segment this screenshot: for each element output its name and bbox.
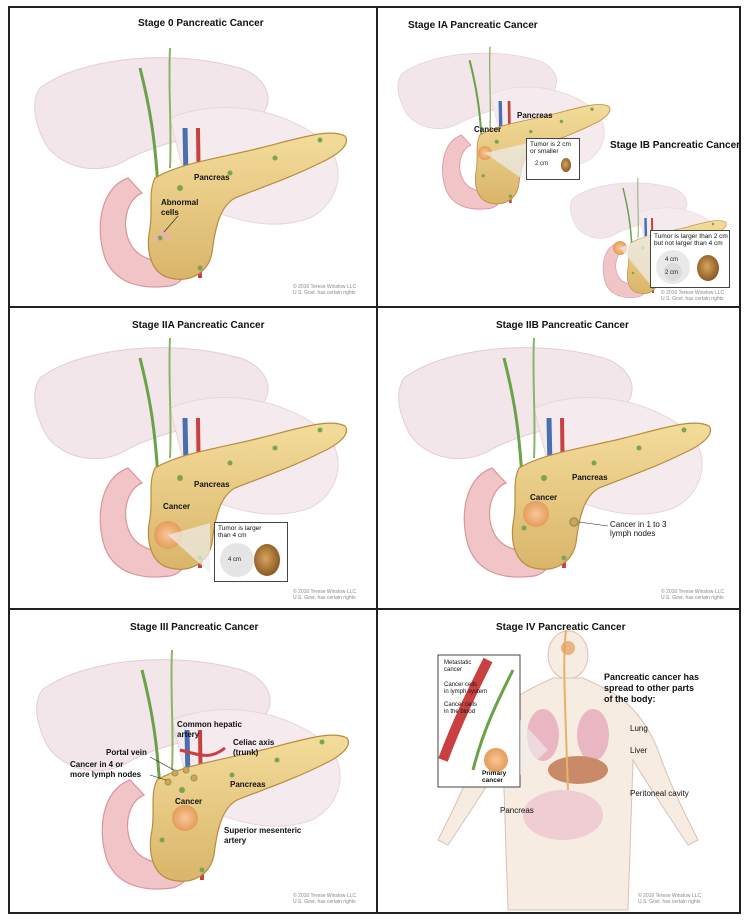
stage-2b-cancer-label: Cancer — [530, 493, 558, 502]
stage-1b-title: Stage IB Pancreatic Cancer — [610, 140, 741, 151]
panel-stage-4: Stage IV Pancreatic Cancer Metastatic ca… — [378, 610, 743, 912]
stage-4-lymph-label: Cancer cells in lymph system — [444, 682, 488, 695]
grid-divider-row1 — [10, 306, 739, 308]
stage-4-blood-label: Cancer cells in the blood — [444, 702, 478, 715]
grid-divider-vertical — [376, 8, 378, 912]
stage-0-illustration — [10, 8, 376, 306]
stage-4-pancreas-label: Pancreas — [500, 806, 534, 815]
stage-1a-cancer-label: Cancer — [474, 125, 502, 134]
panel-stage-0: Stage 0 Pancreatic Cancer Pancreas Abnor… — [10, 8, 376, 306]
stage-3-pancreas-label: Pancreas — [230, 780, 266, 789]
stage-1a-tumor-text: Tumor is 2 cm or smaller — [530, 141, 571, 155]
stage-1b-dim1: 4 cm — [665, 257, 679, 263]
stage-4-primary-label: Primary cancer — [482, 770, 507, 784]
stage-3-portal-label: Portal vein — [106, 748, 147, 757]
stage-1b-dim2: 2 cm — [665, 270, 679, 276]
stage-2a-tumor-box: Tumor is larger than 4 cm 4 cm — [214, 522, 288, 582]
stage-4-title: Stage IV Pancreatic Cancer — [496, 622, 626, 633]
stage-3-illustration — [10, 610, 376, 912]
stage-2a-illustration — [10, 308, 376, 608]
stage-1b-tumor-box: Tumor is larger than 2 cm but not larger… — [650, 230, 730, 288]
stage-2b-illustration — [378, 308, 743, 608]
stage-3-cancer-label: Cancer — [175, 797, 203, 806]
stage-1a-dim: 2 cm — [535, 161, 549, 167]
stage-0-pancreas-label: Pancreas — [194, 173, 230, 182]
stage-2b-pancreas-label: Pancreas — [572, 473, 608, 482]
stage-1a-tumor-box: Tumor is 2 cm or smaller 2 cm — [526, 138, 580, 180]
stage-3-title: Stage III Pancreatic Cancer — [130, 622, 259, 633]
panel-grid: Stage 0 Pancreatic Cancer Pancreas Abnor… — [8, 6, 741, 914]
grid-divider-row2 — [10, 608, 739, 610]
stage-4-illustration — [437, 629, 699, 911]
stage-1a-pancreas-label: Pancreas — [517, 111, 553, 120]
panel-stage-3: Stage III Pancreatic Cancer Common hepat… — [10, 610, 376, 912]
stage-0-abnormal-label: Abnormal cells — [161, 198, 199, 217]
stage-3-celiac-label: Celiac axis (trunk) — [233, 738, 275, 757]
stage-1-illustration — [396, 44, 728, 299]
stage-4-peritoneal-label: Peritoneal cavity — [630, 789, 689, 798]
stage-2a-pancreas-label: Pancreas — [194, 480, 230, 489]
panel-stage-1: Stage IA Pancreatic Cancer Pancreas Canc… — [378, 8, 743, 306]
size-circles-icon — [656, 250, 719, 284]
stage-3-sma-label: Superior mesenteric artery — [224, 826, 302, 845]
stage-3-hepatic-label: Common hepatic artery — [177, 720, 242, 739]
stage-2a-dim: 4 cm — [228, 557, 242, 563]
stage-1b-tumor-text: Tumor is larger than 2 cm but not larger… — [654, 233, 728, 247]
stage-0-title: Stage 0 Pancreatic Cancer — [138, 18, 264, 29]
walnut-icon — [220, 543, 280, 577]
stage-2b-nodes-label: Cancer in 1 to 3 lymph nodes — [610, 520, 667, 538]
stage-3-nodes-label: Cancer in 4 or more lymph nodes — [70, 760, 142, 779]
stage-1a-title: Stage IA Pancreatic Cancer — [408, 20, 538, 31]
stage-2b-title: Stage IIB Pancreatic Cancer — [496, 320, 629, 331]
stage-4-metastatic-label: Metastatic cancer — [444, 660, 472, 673]
stage-4-liver-label: Liver — [630, 746, 648, 755]
stage-2a-cancer-label: Cancer — [163, 502, 191, 511]
panel-stage-2b: Stage IIB Pancreatic Cancer Pancreas Can… — [378, 308, 743, 608]
stage-2a-tumor-text: Tumor is larger than 4 cm — [218, 525, 262, 539]
panel-stage-2a: Stage IIA Pancreatic Cancer Pancreas Can… — [10, 308, 376, 608]
stage-4-spread-text: Pancreatic cancer has spread to other pa… — [604, 672, 700, 704]
stage-2a-title: Stage IIA Pancreatic Cancer — [132, 320, 265, 331]
pea-icon — [561, 158, 571, 172]
abnormal-cells-cluster — [153, 230, 171, 242]
stage-4-lung-label: Lung — [630, 724, 648, 733]
